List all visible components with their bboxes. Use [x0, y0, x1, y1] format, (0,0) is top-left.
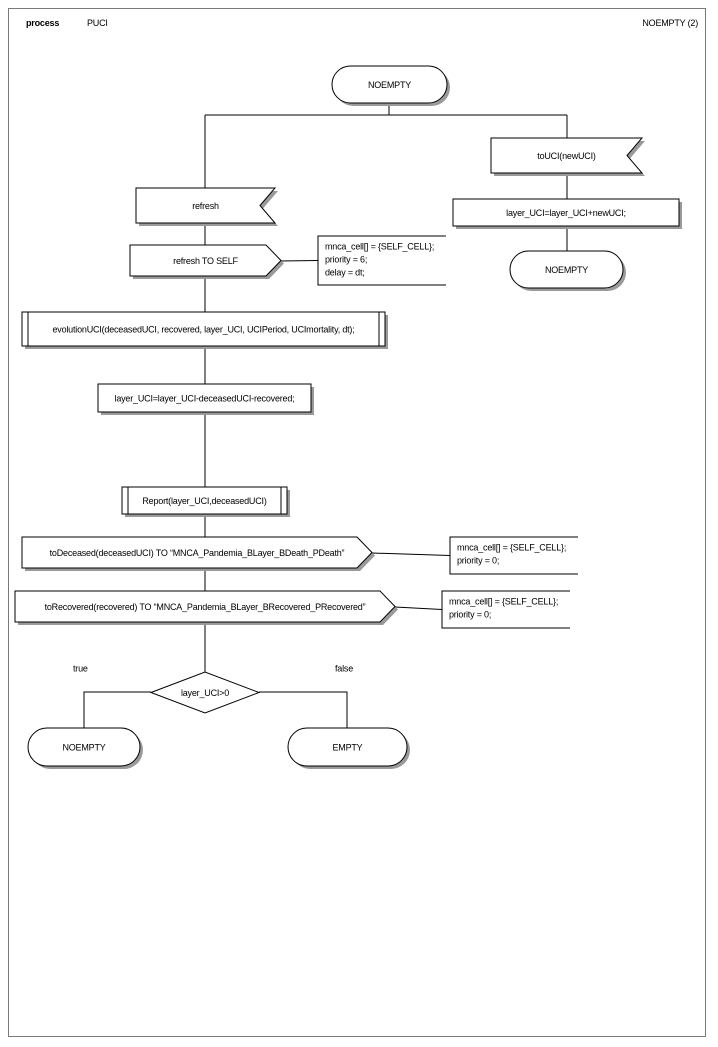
comment-refresh-line-0: mnca_cell[] = {SELF_CELL}; — [325, 241, 434, 251]
output-recovered-shape — [14, 590, 396, 623]
comment-deceased-leader — [371, 552, 451, 556]
input-touci-label: toUCI(newUCI) — [537, 151, 596, 161]
label-false: false — [335, 663, 353, 673]
header-process-name: PUCI — [87, 18, 108, 28]
task-addnew-label: layer_UCI=layer_UCI+newUCI; — [506, 208, 626, 218]
input-touci-shape — [490, 137, 644, 174]
decision-layer[interactable]: layer_UCI>0 — [149, 671, 261, 714]
state-start-shape — [331, 65, 448, 104]
comment-deceased-line-1: priority = 0; — [457, 555, 499, 565]
output-deceased-shape — [21, 536, 373, 569]
nodes-layer: NOEMPTY toUCI(newUCI) layer_UCI=layer_UCI+… — [14, 65, 682, 769]
proc-report-shape — [121, 486, 288, 515]
decision-layer-label: layer_UCI>0 — [181, 688, 229, 698]
proc-evolution[interactable]: evolutionUCI(deceasedUCI, recovered, lay… — [21, 311, 388, 349]
task-addnew[interactable]: layer_UCI=layer_UCI+newUCI; — [452, 198, 682, 229]
decision-layer-shape — [149, 671, 261, 714]
proc-evolution-label: evolutionUCI(deceasedUCI, recovered, lay… — [52, 324, 354, 334]
state-start-label: NOEMPTY — [368, 80, 411, 90]
comment-recovered-line-0: mnca_cell[] = {SELF_CELL}; — [449, 596, 558, 606]
connectors-layer — [83, 103, 568, 728]
output-refresh-label: refresh TO SELF — [173, 256, 238, 266]
output-refresh-shape — [129, 244, 282, 277]
comment-refresh-line-1: priority = 6; — [325, 254, 367, 264]
task-subtract-label: layer_UCI=layer_UCI-deceasedUCI-recovere… — [115, 393, 295, 403]
comment-recovered-line-1: priority = 0; — [449, 609, 491, 619]
input-refresh[interactable]: refresh — [135, 187, 278, 226]
comment-recovered-leader — [394, 606, 443, 610]
output-refresh[interactable]: refresh TO SELF — [129, 244, 284, 279]
input-refresh-shape — [135, 187, 277, 224]
proc-report-label: Report(layer_UCI,deceasedUCI) — [142, 496, 266, 506]
state-empty-label: EMPTY — [332, 742, 362, 752]
conn-decision-true — [83, 691, 151, 728]
output-recovered[interactable]: toRecovered(recovered) TO “MNCA_Pandemia… — [14, 590, 398, 625]
output-deceased[interactable]: toDeceased(deceasedUCI) TO “MNCA_Pandemi… — [21, 536, 375, 571]
state-empty[interactable]: EMPTY — [287, 727, 410, 769]
state-empty-shape — [287, 727, 408, 767]
conn-decision-false — [259, 691, 348, 728]
label-true: true — [73, 663, 88, 673]
comment-refresh: mnca_cell[] = {SELF_CELL}; priority = 6; d… — [280, 235, 446, 286]
input-touci[interactable]: toUCI(newUCI) — [490, 137, 645, 176]
state-noempty-a-shape — [509, 250, 624, 289]
branch-labels-layer: true false — [73, 663, 353, 673]
header-page-label: NOEMPTY (2) — [642, 18, 698, 28]
comment-recovered: mnca_cell[] = {SELF_CELL}; priority = 0; — [394, 590, 570, 629]
input-refresh-label: refresh — [192, 201, 219, 211]
comment-refresh-leader — [280, 260, 319, 262]
state-noempty-b-shape — [27, 727, 141, 767]
comment-refresh-line-2: delay = dt; — [325, 267, 365, 277]
task-subtract-shape — [97, 383, 312, 413]
state-noempty-a-label: NOEMPTY — [545, 265, 588, 275]
header-kind-label: process — [26, 18, 60, 28]
state-noempty-b-label: NOEMPTY — [62, 742, 105, 752]
state-start[interactable]: NOEMPTY — [331, 65, 450, 106]
state-noempty-a[interactable]: NOEMPTY — [509, 250, 626, 291]
comments-layer: mnca_cell[] = {SELF_CELL}; priority = 6; d… — [280, 235, 578, 629]
output-recovered-label: toRecovered(recovered) TO “MNCA_Pandemia… — [45, 602, 366, 612]
output-deceased-label: toDeceased(deceasedUCI) TO “MNCA_Pandemi… — [50, 548, 345, 558]
task-subtract[interactable]: layer_UCI=layer_UCI-deceasedUCI-recovere… — [97, 383, 314, 415]
comment-deceased: mnca_cell[] = {SELF_CELL}; priority = 0; — [371, 536, 578, 575]
proc-evolution-shape — [21, 311, 386, 347]
proc-report[interactable]: Report(layer_UCI,deceasedUCI) — [121, 486, 290, 517]
comment-deceased-line-0: mnca_cell[] = {SELF_CELL}; — [457, 542, 566, 552]
state-noempty-b[interactable]: NOEMPTY — [27, 727, 143, 769]
page-border — [8, 8, 706, 1037]
task-addnew-shape — [452, 198, 680, 227]
